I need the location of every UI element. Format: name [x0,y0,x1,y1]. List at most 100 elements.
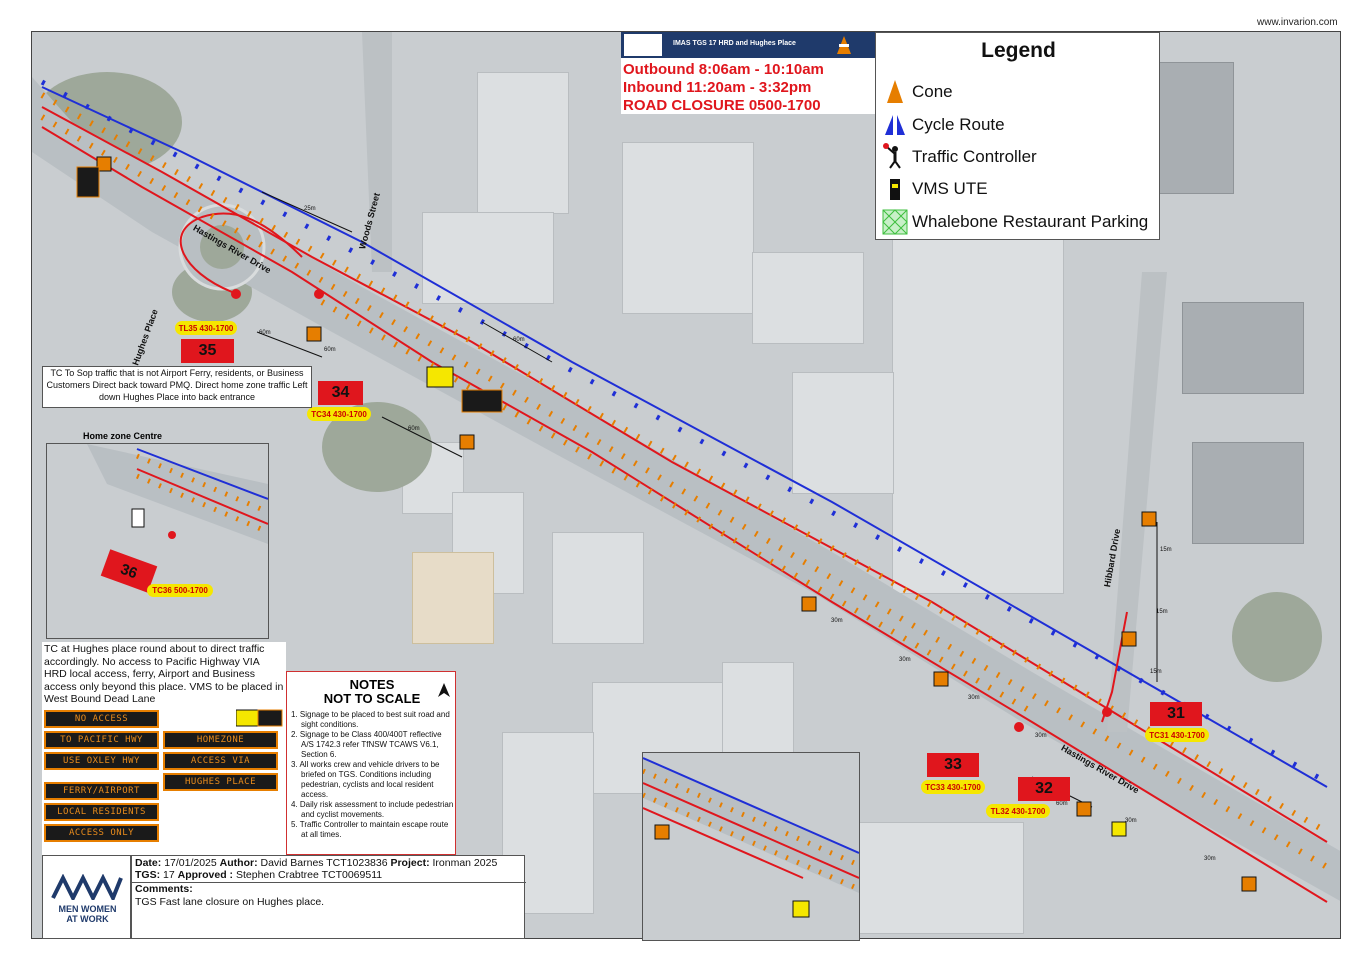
distance-label: 30m [1125,818,1137,824]
comments-label: Comments: [135,883,193,895]
tc-sign-31[interactable]: 31 [1150,702,1202,726]
legend-label-parking: Whalebone Restaurant Parking [912,212,1149,231]
mwaw-logo-icon [51,874,123,900]
vms-right-2: ACCESS VIA [163,752,278,770]
vms-ute-icon [236,709,283,727]
hibbard-drive-road [1107,272,1167,732]
outbound-time: Outbound 8:06am - 10:10am [623,61,824,78]
info-box: Date: 17/01/2025 Author: David Barnes TC… [131,855,526,939]
author-value: David Barnes TCT1023836 [260,857,388,869]
legend-label-vms-ute: VMS UTE [912,179,988,198]
building [477,72,569,214]
warning-sign [1141,511,1157,527]
note-item: 3. All works crew and vehicle drivers to… [291,760,440,799]
notes-title-1: NOTES [349,677,395,692]
vms-ute-icon [890,179,900,200]
tc-label-36: TC36 500-1700 [147,584,213,597]
distance-label: 15m [1150,669,1162,675]
roundabout-island [200,225,244,269]
logo-text-2: AT WORK [66,914,109,924]
site-url[interactable]: www.invarion.com [1257,17,1338,28]
distance-label: 30m [968,695,980,701]
distance-label: 15m [1156,609,1168,615]
approved-value: Stephen Crabtree TCT0069511 [235,869,383,881]
building [852,822,1024,934]
tgs-value: 17 [163,869,175,881]
distance-line [481,321,553,363]
tc-label-33: TC33 430-1700 [921,780,985,794]
title-panel: IMAS TGS 17 HRD and Hughes Place Outboun… [621,32,875,114]
home-zone-inset[interactable] [46,443,269,639]
distance-label: 60m [408,426,420,432]
notes-panel: NOTES NOT TO SCALE 1. Signage to be plac… [286,671,456,855]
tc-sign-32[interactable]: 32 [1018,777,1070,801]
logo-text-1: MEN WOMEN [58,904,117,914]
warning-sign [306,326,322,342]
tc-sign-33[interactable]: 33 [927,753,979,777]
building [622,142,754,314]
bottom-inset-traffic [643,757,859,918]
trees [1232,592,1322,682]
warning-sign [933,671,949,687]
vms-board [461,389,503,413]
vms-bottom-2: LOCAL RESIDENTS [44,803,159,821]
warning-sign [96,156,112,172]
traffic-controller-icon [231,289,241,299]
bottom-inset[interactable] [642,752,860,941]
warning-sign [1076,801,1092,817]
legend-title: Legend [981,39,1056,62]
company-logo: MEN WOMEN AT WORK [42,855,131,939]
notes-list: 1. Signage to be placed to best suit roa… [291,710,455,840]
cone-icon [837,36,851,54]
warning-sign [1121,631,1137,647]
cycle-route-line [41,86,1328,788]
tc-label-32: TL32 430-1700 [986,804,1050,818]
vms-left-3: USE OXLEY HWY [44,752,159,770]
project-value: Ironman 2025 [432,857,498,869]
distance-line [261,191,353,233]
building [892,232,1064,594]
legend-label-cycle-route: Cycle Route [912,115,1005,134]
date-label: Date: [135,857,162,869]
tc-label-34: TC34 430-1700 [307,407,371,421]
author-label: Author: [219,857,258,869]
distance-label: 60m [1056,801,1068,807]
distance-label: 30m [1204,856,1216,862]
note-item: 1. Signage to be placed to best suit roa… [291,710,450,729]
distance-label: 15m [1160,547,1172,553]
legend-label-cone: Cone [912,82,953,101]
legend-label-traffic-controller: Traffic Controller [912,147,1037,166]
traffic-controller-icon [314,289,324,299]
vms-right-3: HUGHES PLACE [163,773,278,791]
traffic-layout [32,32,1340,903]
north-arrow-icon [438,683,450,697]
tc-sign-34[interactable]: 34 [318,381,363,405]
hastings-river-drive-road [32,77,1340,901]
traffic-path-roundabout [179,212,303,293]
distance-label: 60m [513,337,525,343]
warning-sign [1111,821,1127,837]
vms-left-1: NO ACCESS [44,710,159,728]
building [752,252,864,344]
hughes-note: TC at Hughes place round about to direct… [42,642,286,706]
parking-hatch-icon [882,209,908,235]
traffic-path-red-1 [41,126,1328,903]
cycle-route-icon [885,115,905,135]
tc-label-31: TC31 430-1700 [1145,728,1209,742]
inset-label: Home zone Centre [83,431,163,441]
distance-line [256,331,323,358]
cone-row-2 [40,114,1329,870]
info-divider [132,882,526,883]
distance-label: 30m [1035,733,1047,739]
traffic-controller-icon [1014,722,1024,732]
inbound-time: Inbound 11:20am - 3:32pm [623,79,812,96]
warning-sign [1241,876,1257,892]
traffic-path-red-2 [41,106,1328,843]
info-row-1: Date: 17/01/2025 Author: David Barnes TC… [135,857,498,870]
tc-sign-35[interactable]: 35 [181,339,234,363]
distance-label: 60m [324,347,336,353]
date-value: 17/01/2025 [164,857,217,869]
vms-right-1: HOMEZONE [163,731,278,749]
woods-street-road [362,32,392,272]
warning-sign [801,596,817,612]
